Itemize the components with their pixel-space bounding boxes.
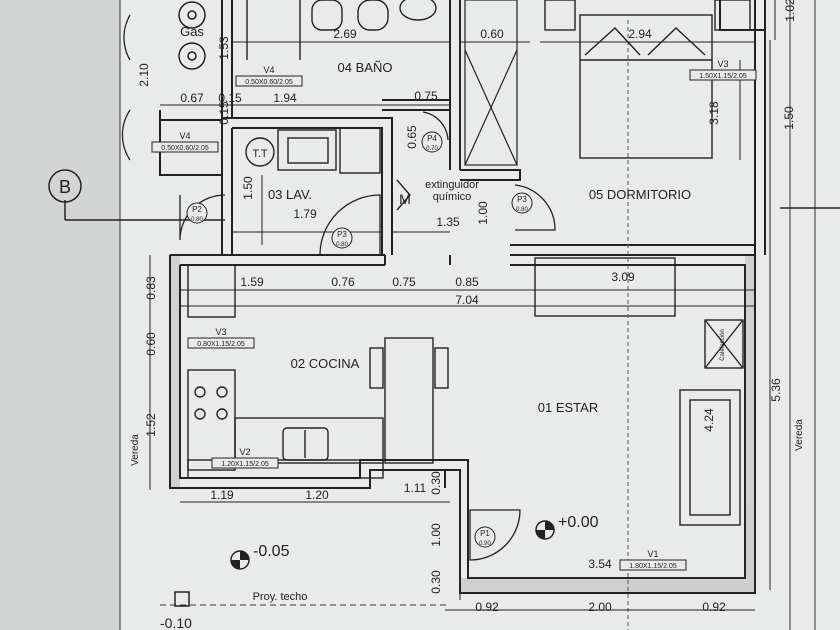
dim-2-00: 2.00: [588, 600, 612, 614]
door-p4-dim: 0.70: [426, 146, 438, 152]
window-v1: V1: [647, 549, 658, 559]
dim-1-52: 1.52: [144, 413, 158, 437]
vereda-right-label: Vereda: [794, 419, 805, 451]
bath-fixtures: [246, 0, 437, 60]
dim-1-50-lav: 1.50: [241, 176, 255, 200]
dim-0-92-a: 0.92: [475, 600, 499, 614]
wall-fills: [170, 255, 755, 593]
extinguisher-symbol: [396, 179, 411, 211]
extinguidor-label: extinguidor: [425, 179, 479, 191]
dim-0-75-top: 0.75: [414, 89, 438, 103]
room-label-lav: 03 LAV.: [268, 187, 312, 202]
window-v3a-dim: 0.80X1.15/2.05: [197, 341, 245, 348]
tt-label: T.T: [252, 148, 268, 160]
dim-2-94: 2.94: [628, 27, 652, 41]
dim-1-00-top: 1.00: [476, 201, 490, 225]
dim-3-54: 3.54: [588, 557, 612, 571]
level-markers: [174, 520, 555, 607]
level-bottom: -0.10: [160, 615, 192, 630]
quimico-label: químico: [433, 191, 472, 203]
dim-3-18: 3.18: [707, 101, 721, 125]
island: [369, 337, 449, 464]
dimension-lines: [149, 0, 776, 611]
vereda-left-label: Vereda: [130, 434, 141, 466]
dim-0-76: 0.76: [331, 275, 355, 289]
window-tag-boxes: [151, 69, 757, 571]
room-label-dormitorio: 05 DORMITORIO: [589, 187, 691, 202]
door-swings: [121, 14, 556, 561]
dim-0-15-a: 0.15: [218, 91, 242, 105]
room-label-cocina: 02 COCINA: [291, 356, 360, 371]
door-p1-dim: 0.90: [479, 541, 491, 547]
dim-1-50-right: 1.50: [782, 106, 796, 130]
level-main: +0.00: [558, 514, 599, 531]
dim-1-94: 1.94: [273, 91, 297, 105]
dim-1-11: 1.11: [404, 481, 427, 495]
dim-0-30-top: 0.30: [429, 471, 443, 495]
door-p3b-dim: 0.80: [516, 207, 528, 213]
room-label-bano: 04 BAÑO: [338, 60, 393, 75]
lav-sink: [245, 127, 381, 174]
bed: [544, 0, 751, 159]
dim-2-69: 2.69: [333, 27, 357, 41]
dim-0-30-bottom: 0.30: [429, 570, 443, 594]
window-v4b: V4: [179, 131, 190, 141]
dim-7-04: 7.04: [455, 293, 479, 307]
window-v4a: V4: [263, 65, 274, 75]
window-v2: V2: [239, 447, 250, 457]
axis-b-bubble: [48, 169, 82, 203]
dim-0-60-left: 0.60: [144, 332, 158, 356]
meter-label: M: [399, 191, 411, 207]
dim-1-02: 1.02: [783, 0, 797, 22]
dim-0-65: 0.65: [405, 125, 419, 149]
paper-shadow-left: [0, 0, 120, 630]
dim-1-20: 1.20: [305, 488, 329, 502]
door-p1: P1: [480, 529, 490, 538]
proy-techo-label: Proy. techo: [253, 591, 308, 603]
dim-0-15-b: 0.15: [217, 101, 231, 125]
dim-1-35: 1.35: [436, 215, 460, 229]
dim-0-85: 0.85: [455, 275, 479, 289]
dim-0-60-top: 0.60: [480, 27, 504, 41]
room-label-estar: 01 ESTAR: [538, 400, 598, 415]
door-p3b: P3: [517, 195, 527, 204]
window-v3b: V3: [717, 59, 728, 69]
gas-cylinders: [178, 1, 206, 70]
window-v4b-dim: 0.50X0.60/2.05: [161, 145, 209, 152]
calefaccion-label: Calefacción: [720, 329, 726, 360]
window-v4a-dim: 0.50X0.60/2.05: [245, 79, 293, 86]
dim-1-53: 1.53: [217, 36, 231, 60]
dim-1-59: 1.59: [240, 275, 264, 289]
window-v3b-dim: 1.50X1.15/2.05: [699, 73, 747, 80]
window-v1-dim: 1.80X1.15/2.05: [629, 563, 677, 570]
door-tags: [186, 131, 533, 548]
kitchen-counter: [187, 264, 384, 479]
living-furniture: [534, 257, 744, 526]
dim-1-79: 1.79: [293, 207, 317, 221]
door-p3a-dim: 0.80: [336, 242, 348, 248]
dim-0-83: 0.83: [144, 276, 158, 300]
closet-x: [464, 0, 518, 166]
dim-2-10: 2.10: [137, 63, 151, 87]
dim-1-00-bottom: 1.00: [429, 523, 443, 547]
dim-0-67: 0.67: [180, 91, 204, 105]
window-v2-dim: 1.20X1.15/2.05: [221, 461, 269, 468]
door-p4: P4: [427, 134, 437, 143]
dim-3-09: 3.09: [611, 270, 635, 284]
door-p3a: P3: [337, 230, 347, 239]
dim-0-92-b: 0.92: [702, 600, 726, 614]
level-outside: -0.05: [253, 543, 290, 560]
dim-4-24: 4.24: [702, 408, 716, 432]
door-p2-dim: 0.80: [191, 217, 203, 223]
axis-b-label: B: [59, 177, 71, 197]
dim-1-19: 1.19: [210, 488, 234, 502]
window-v3a: V3: [215, 327, 226, 337]
door-p2: P2: [192, 205, 202, 214]
gas-label: Gas: [180, 24, 204, 39]
dim-0-75-mid: 0.75: [392, 275, 416, 289]
dim-5-36: 5.36: [769, 378, 783, 402]
